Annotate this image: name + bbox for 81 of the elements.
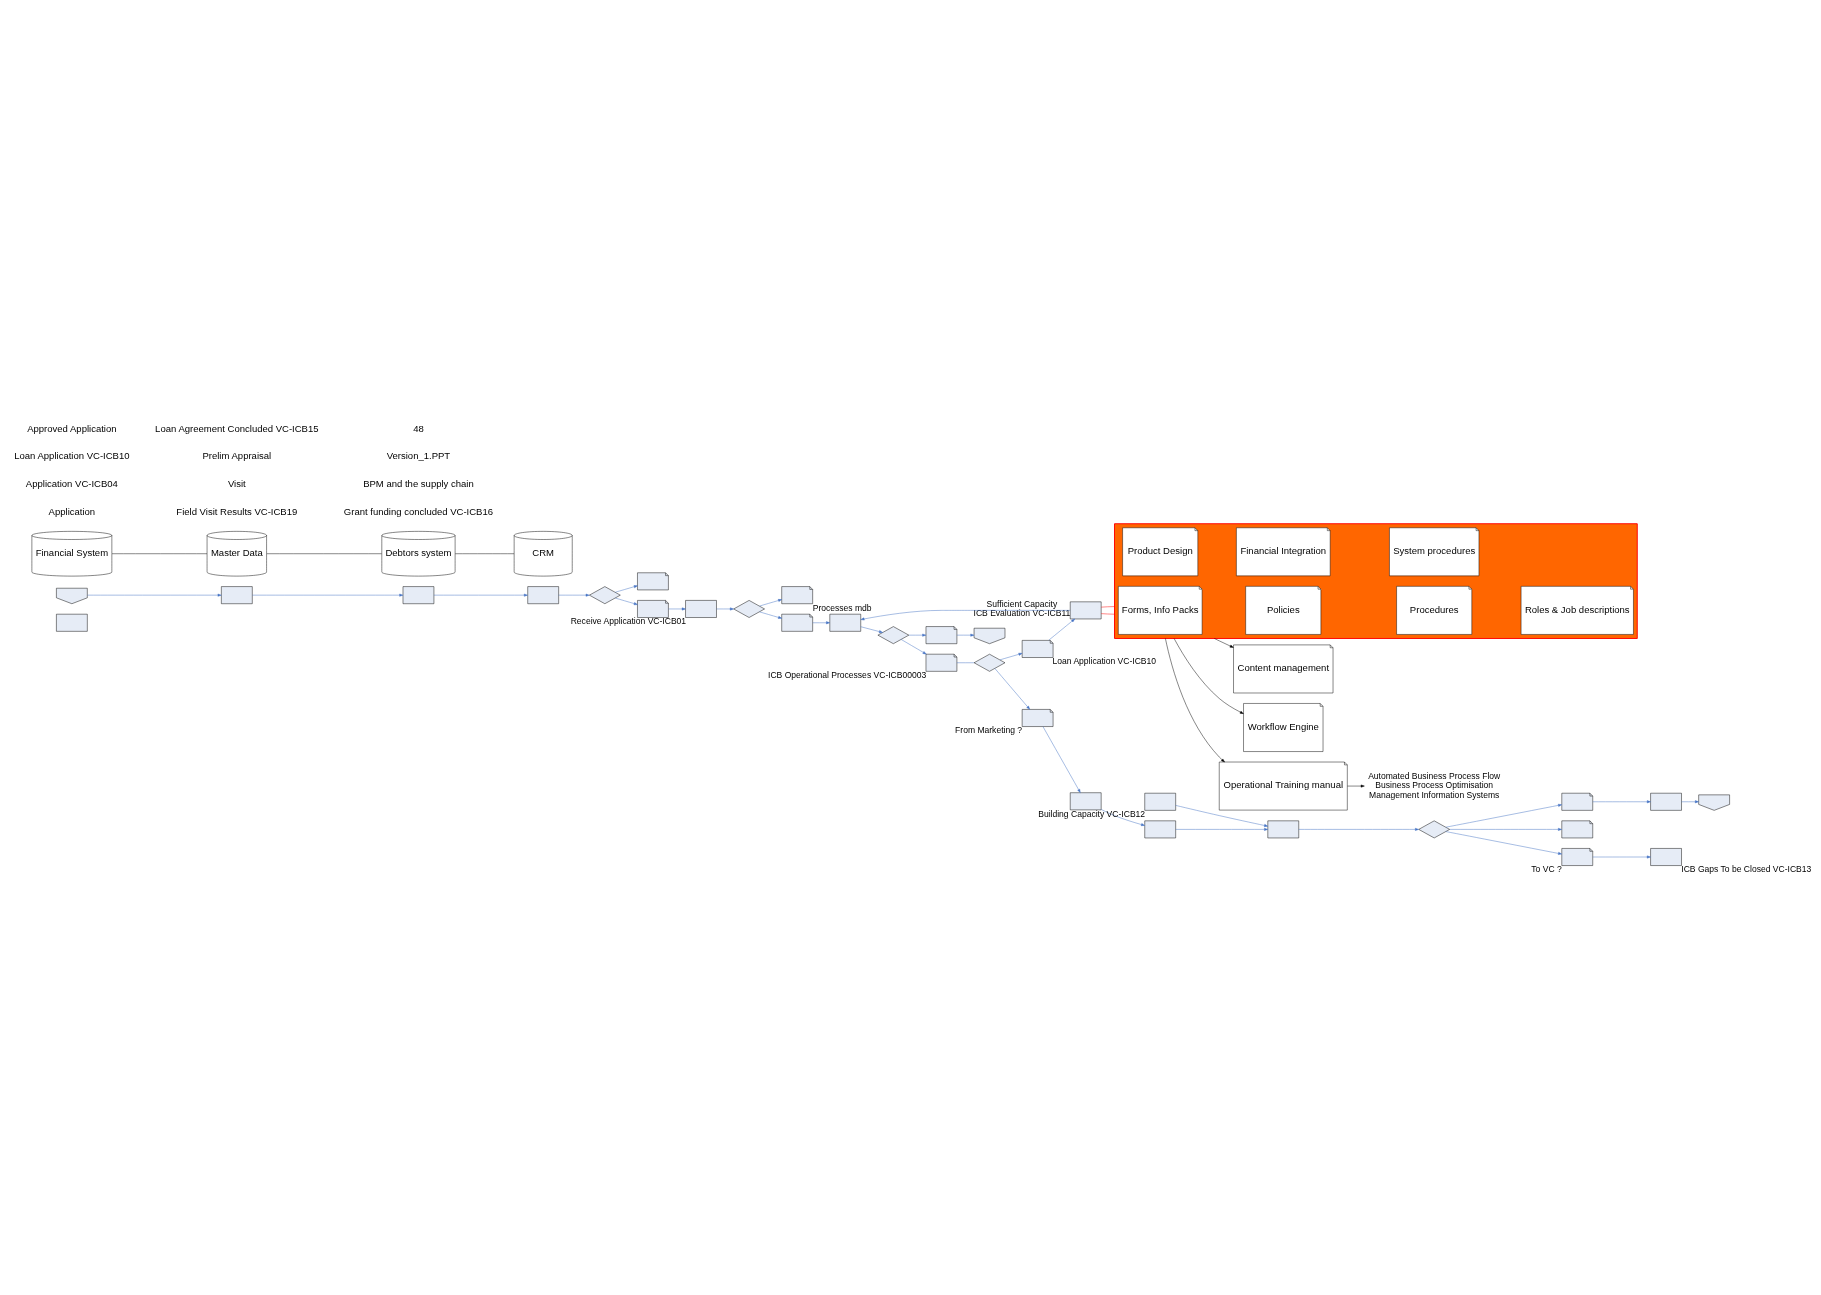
node-box — [685, 599, 717, 618]
node-box — [56, 613, 88, 632]
label: Version_1.PPT — [386, 449, 451, 461]
connector — [1101, 605, 1115, 607]
node-box — [221, 585, 253, 604]
node-label: Sufficient Capacity — [986, 598, 1058, 609]
arrow — [1298, 827, 1419, 831]
node-box — [527, 585, 559, 604]
arrow — [956, 633, 975, 637]
node-text: Automated Business Process Flow Business Process Optimisation Management Information Systems — [1368, 770, 1501, 800]
node-label: From Marketing ? — [955, 724, 1023, 735]
node-box — [1144, 792, 1176, 811]
label: Prelim Appraisal — [202, 449, 272, 461]
arrow — [1592, 855, 1651, 858]
node-label: Loan Application VC-ICB10 — [1052, 655, 1157, 666]
node-label: Processes mdb — [812, 602, 872, 613]
arrow — [1042, 725, 1081, 793]
node-label: ICB Evaluation VC-ICB11 — [973, 607, 1071, 618]
arrow — [759, 598, 782, 606]
node-diamond — [589, 585, 621, 604]
node-diamond — [733, 599, 765, 618]
node-label: ICB Operational Processes VC-ICB00003 — [768, 669, 927, 680]
arrow — [860, 626, 883, 633]
node-box — [402, 585, 435, 604]
arrow — [860, 609, 1071, 620]
node-diamond — [1418, 820, 1450, 838]
node-box — [1070, 792, 1102, 810]
node-box — [1070, 601, 1102, 619]
arrow — [999, 652, 1023, 660]
arrow — [252, 593, 404, 597]
node-box — [1650, 792, 1682, 811]
arrow — [1048, 618, 1075, 640]
node-pentagon — [56, 587, 88, 604]
node-pentagon — [1698, 794, 1730, 811]
cluster — [1114, 522, 1638, 639]
label: Application — [48, 505, 96, 517]
node-label: ICB Gaps To be Closed VC-ICB13 — [1681, 863, 1812, 874]
arrow — [759, 611, 782, 619]
node-label: To VC ? — [1531, 863, 1562, 874]
arrow — [615, 584, 638, 592]
arrow — [1214, 637, 1234, 648]
arrow — [615, 597, 638, 605]
arrow — [1445, 830, 1562, 855]
label: Approved Application — [27, 422, 117, 434]
connector — [1101, 612, 1115, 614]
arrow — [716, 607, 734, 610]
arrow — [558, 593, 590, 597]
label: Loan Agreement Concluded VC-ICB15 — [155, 422, 319, 434]
arrow — [668, 607, 686, 610]
label: Visit — [227, 477, 246, 489]
node-diamond — [973, 653, 1006, 672]
arrow — [1681, 799, 1699, 803]
arrow — [994, 667, 1030, 710]
label: Loan Application VC-ICB10 — [14, 449, 130, 461]
label: Application VC-ICB04 — [25, 477, 118, 489]
node-pentagon — [973, 627, 1006, 644]
arrow — [1101, 808, 1145, 826]
arrow — [1445, 803, 1562, 827]
arrow — [1175, 804, 1268, 827]
arrow — [812, 620, 830, 624]
arrow — [1173, 637, 1244, 714]
node-box — [1650, 847, 1682, 866]
node-label: Receive Application VC-ICB01 — [570, 615, 687, 626]
arrow — [908, 633, 927, 637]
arrow — [1449, 827, 1562, 831]
arrow — [1175, 827, 1268, 831]
node-box — [829, 613, 861, 632]
arrow — [900, 638, 927, 654]
arrow — [1592, 799, 1651, 803]
node-box — [1267, 820, 1299, 838]
label: 48 — [413, 422, 424, 434]
label: Field Visit Results VC-ICB19 — [176, 505, 298, 517]
arrow — [1165, 637, 1225, 762]
arrow — [433, 593, 528, 597]
node-box — [1144, 820, 1176, 838]
arrow — [1347, 784, 1365, 787]
arrow — [87, 593, 222, 597]
label: Grant funding concluded VC-ICB16 — [343, 505, 494, 517]
node-label: Building Capacity VC-ICB12 — [1038, 808, 1146, 819]
label: BPM and the supply chain — [363, 477, 474, 489]
connector — [956, 662, 975, 663]
